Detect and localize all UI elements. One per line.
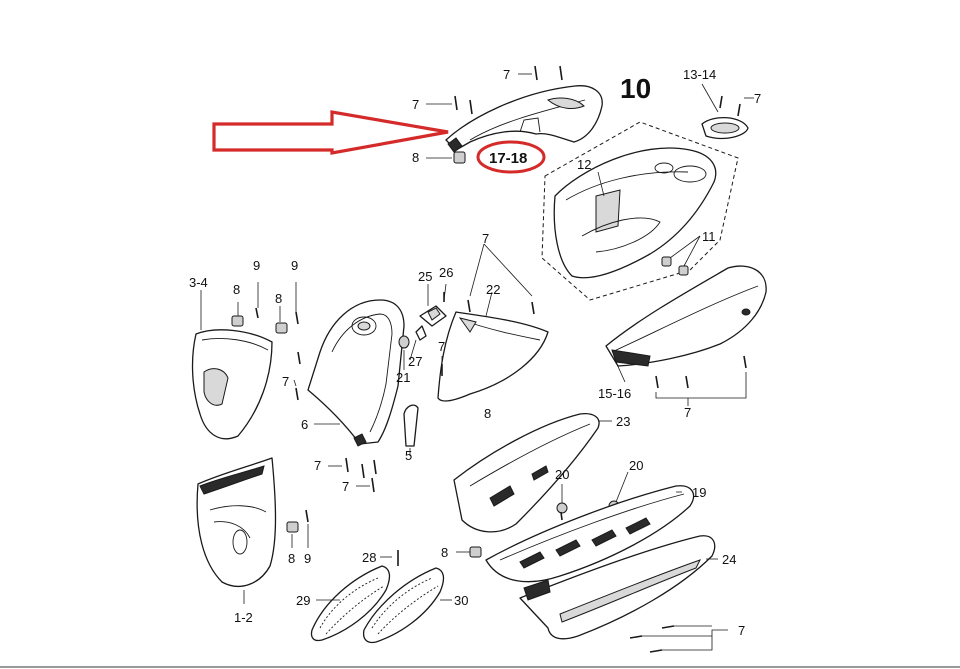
label-1-2: 1-2 xyxy=(234,610,253,625)
label-8: 8 xyxy=(288,551,295,566)
part-6-leg-shield xyxy=(307,299,405,447)
label-8: 8 xyxy=(441,545,448,560)
part-30-footmat-right xyxy=(362,567,445,644)
label-13-14: 13-14 xyxy=(683,67,716,82)
label-20: 20 xyxy=(629,458,643,473)
label-7: 7 xyxy=(738,623,745,638)
label-28: 28 xyxy=(362,550,376,565)
label-7: 7 xyxy=(314,458,321,473)
label-7: 7 xyxy=(282,374,289,389)
label-9: 9 xyxy=(253,258,260,273)
part-19-floor-side xyxy=(485,485,695,583)
label-29: 29 xyxy=(296,593,310,608)
label-7: 7 xyxy=(503,67,510,82)
part-22-inner-cover xyxy=(437,311,549,402)
label-7: 7 xyxy=(684,405,691,420)
label-section-number: 10 xyxy=(620,73,651,104)
label-7: 7 xyxy=(412,97,419,112)
label-20: 20 xyxy=(555,467,569,482)
label-24: 24 xyxy=(722,552,736,567)
part-23-floor-front xyxy=(453,412,600,533)
label-11: 11 xyxy=(702,229,716,244)
label-23: 23 xyxy=(616,414,630,429)
label-8: 8 xyxy=(233,282,240,297)
label-25: 25 xyxy=(418,269,432,284)
label-3-4: 3-4 xyxy=(189,275,208,290)
label-21: 21 xyxy=(396,370,410,385)
label-27: 27 xyxy=(408,354,422,369)
label-8: 8 xyxy=(275,291,282,306)
label-7: 7 xyxy=(482,231,489,246)
label-30: 30 xyxy=(454,593,468,608)
label-8: 8 xyxy=(412,150,419,165)
label-8: 8 xyxy=(484,406,491,421)
bottom-border xyxy=(0,666,960,668)
part-24-side-skirt xyxy=(519,535,716,640)
label-9: 9 xyxy=(291,258,298,273)
part-1-2-front-lower xyxy=(196,457,277,587)
label-17-18: 17-18 xyxy=(489,150,527,167)
highlight-circle xyxy=(476,140,546,174)
label-22: 22 xyxy=(486,282,500,297)
label-6: 6 xyxy=(301,417,308,432)
part-29-footmat-left xyxy=(310,565,391,642)
label-7: 7 xyxy=(438,339,445,354)
label-19: 19 xyxy=(692,485,706,500)
part-13-14-lid xyxy=(701,117,749,140)
part-10-helmet-box xyxy=(541,121,739,301)
highlight-arrow xyxy=(212,110,449,155)
label-7: 7 xyxy=(342,479,349,494)
label-9: 9 xyxy=(304,551,311,566)
label-26: 26 xyxy=(439,265,453,280)
label-7: 7 xyxy=(754,91,761,106)
part-3-4-front-upper xyxy=(191,329,273,440)
label-5: 5 xyxy=(405,448,412,463)
part-17-18-rear-cover xyxy=(445,85,603,153)
label-12: 12 xyxy=(577,157,591,172)
part-15-16-side-cover xyxy=(605,265,767,367)
label-15-16: 15-16 xyxy=(598,386,631,401)
